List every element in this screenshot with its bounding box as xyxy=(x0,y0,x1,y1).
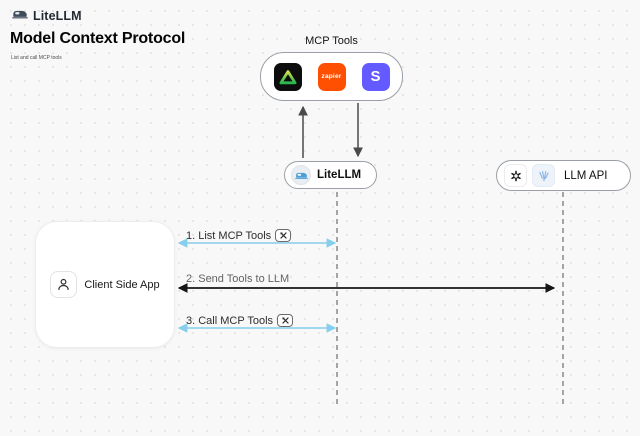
arrow-label-call-mcp-tools: 3. Call MCP Tools xyxy=(186,314,294,327)
user-icon xyxy=(50,271,78,298)
app-logo-label: LiteLLM xyxy=(33,9,82,23)
llm-provider-icon xyxy=(532,164,555,187)
mcp-tools-label: MCP Tools xyxy=(305,35,358,47)
app-logo: LiteLLM xyxy=(12,7,82,25)
llm-api-node-label: LLM API xyxy=(564,169,608,182)
litellm-node-label: LiteLLM xyxy=(317,169,362,181)
page-subtitle: List and call MCP tools xyxy=(11,55,62,61)
zapier-icon: zapier xyxy=(317,62,346,91)
tools-icon xyxy=(275,229,292,242)
green-triangle-tool-icon xyxy=(273,62,302,91)
litellm-train-badge-icon xyxy=(291,165,311,185)
arrow-label-list-mcp-tools: 1. List MCP Tools xyxy=(186,229,292,242)
litellm-node: LiteLLM xyxy=(284,161,377,189)
llm-api-node: LLM API xyxy=(496,160,631,191)
litellm-train-icon xyxy=(12,7,28,25)
stripe-icon: S xyxy=(361,62,390,91)
arrow-label-send-tools-to-llm: 2. Send Tools to LLM xyxy=(186,273,289,285)
openai-icon xyxy=(504,164,527,187)
page-title: Model Context Protocol xyxy=(10,30,186,47)
arrow-label-text: 3. Call MCP Tools xyxy=(186,314,274,327)
arrow-label-text: 1. List MCP Tools xyxy=(186,229,272,242)
tools-icon xyxy=(277,314,294,327)
client-side-app-node: Client Side App xyxy=(35,221,175,348)
arrow-label-text: 2. Send Tools to LLM xyxy=(186,273,290,285)
stripe-icon-label: S xyxy=(370,68,381,85)
mcp-tools-node: zapier S xyxy=(260,52,403,101)
client-side-app-label: Client Side App xyxy=(84,278,160,291)
zapier-icon-label: zapier xyxy=(321,73,342,80)
